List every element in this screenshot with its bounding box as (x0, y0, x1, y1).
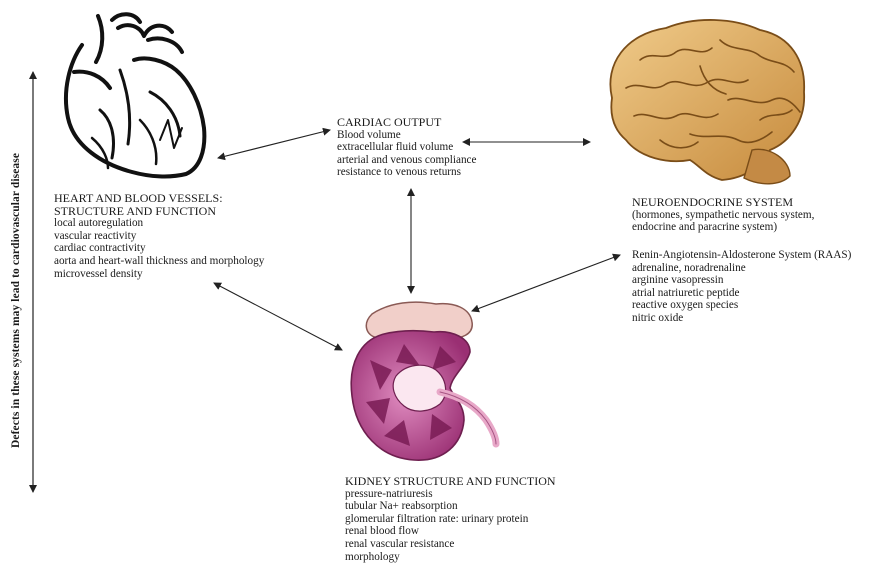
heart-item: cardiac contractivity (54, 242, 264, 255)
arrow-heart-cardiac (218, 130, 330, 158)
neuro-item: Renin-Angiotensin-Aldosterone System (RA… (632, 249, 851, 262)
neuro-heading: NEUROENDOCRINE SYSTEM (632, 196, 814, 209)
kidney-item: tubular Na+ reabsorption (345, 500, 556, 513)
neuro-item: reactive oxygen species (632, 299, 851, 312)
neuro-item: atrial natriuretic peptide (632, 287, 851, 300)
heart-item: aorta and heart-wall thickness and morph… (54, 255, 264, 268)
kidney-heading: KIDNEY STRUCTURE AND FUNCTION (345, 475, 556, 488)
neuro-subheading-line-2: endocrine and paracrine system) (632, 221, 814, 234)
kidney-item: renal vascular resistance (345, 538, 556, 551)
neuro-items-block: Renin-Angiotensin-Aldosterone System (RA… (632, 249, 851, 325)
cardiac-item: resistance to venous returns (337, 166, 476, 179)
brain-illustration (610, 20, 804, 184)
cardiac-item: extracellular fluid volume (337, 141, 476, 154)
heart-heading-line-1: HEART AND BLOOD VESSELS: (54, 192, 264, 205)
neuro-item: adrenaline, noradrenaline (632, 262, 851, 275)
kidney-item: renal blood flow (345, 525, 556, 538)
cardiac-item: Blood volume (337, 129, 476, 142)
kidney-item: morphology (345, 551, 556, 564)
heart-item: vascular reactivity (54, 230, 264, 243)
heart-item: microvessel density (54, 268, 264, 281)
neuro-item: arginine vasopressin (632, 274, 851, 287)
kidney-item: glomerular filtration rate: urinary prot… (345, 513, 556, 526)
side-note-label: Defects in these systems may lead to car… (10, 153, 22, 448)
arrow-neuro-kidney (472, 255, 620, 311)
cardiac-text-block: CARDIAC OUTPUT Blood volume extracellula… (337, 116, 476, 179)
neuro-subheading-line-1: (hormones, sympathetic nervous system, (632, 209, 814, 222)
heart-illustration (66, 14, 204, 176)
cardiac-heading: CARDIAC OUTPUT (337, 116, 476, 129)
heart-text-block: HEART AND BLOOD VESSELS: STRUCTURE AND F… (54, 192, 264, 280)
kidney-text-block: KIDNEY STRUCTURE AND FUNCTION pressure-n… (345, 475, 556, 563)
kidney-item: pressure-natriuresis (345, 488, 556, 501)
kidney-illustration (351, 302, 496, 460)
heart-heading-line-2: STRUCTURE AND FUNCTION (54, 205, 264, 218)
cardiac-item: arterial and venous compliance (337, 154, 476, 167)
heart-item: local autoregulation (54, 217, 264, 230)
neuro-text-block: NEUROENDOCRINE SYSTEM (hormones, sympath… (632, 196, 814, 234)
neuro-item: nitric oxide (632, 312, 851, 325)
arrow-heart-kidney (214, 283, 342, 350)
